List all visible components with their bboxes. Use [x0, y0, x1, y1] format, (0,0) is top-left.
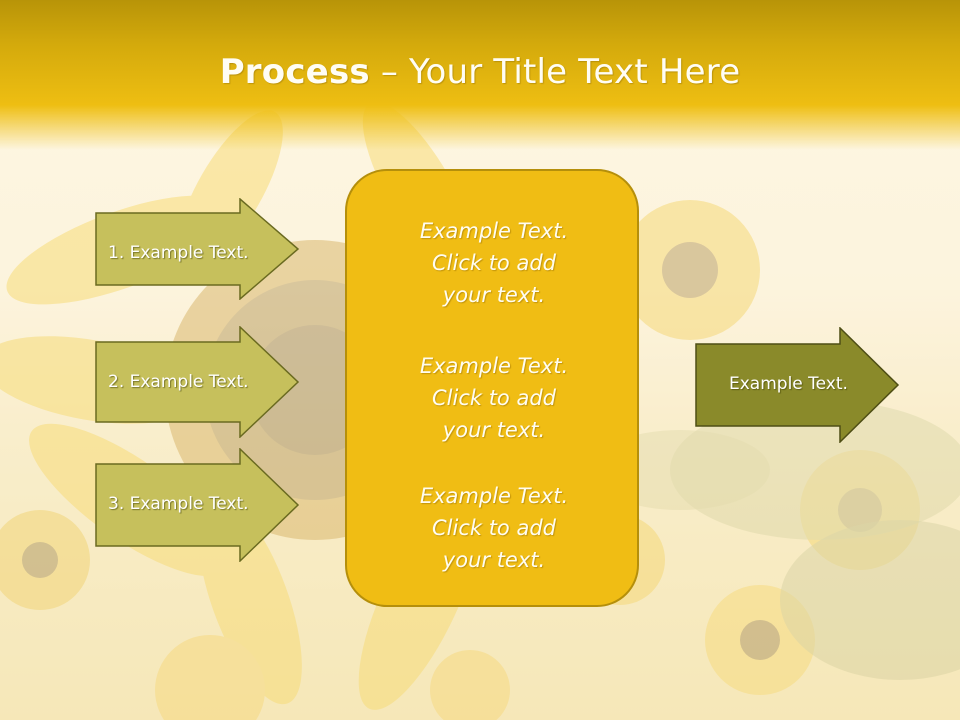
center-block-1-line-3: your text.: [442, 283, 546, 307]
step-2-label: 2. Example Text.: [108, 372, 249, 392]
right-arrow-icon: [695, 327, 900, 443]
result-arrow[interactable]: Example Text.: [695, 327, 900, 443]
slide-title[interactable]: Process – Your Title Text Here: [0, 52, 960, 92]
center-block-2: Example Text. Click to add your text.: [347, 350, 641, 446]
center-block-1-line-2: Click to add: [431, 251, 556, 275]
title-bar: [0, 0, 960, 150]
step-2-arrow[interactable]: 2. Example Text.: [95, 326, 300, 438]
center-block-1-line-1: Example Text.: [419, 219, 569, 243]
center-block-2-line-1: Example Text.: [419, 354, 569, 378]
center-block-1: Example Text. Click to add your text.: [347, 215, 641, 311]
center-text-box[interactable]: Example Text. Click to add your text. Ex…: [345, 169, 639, 607]
title-rest: – Your Title Text Here: [369, 52, 741, 92]
center-block-3-line-2: Click to add: [431, 516, 556, 540]
result-label: Example Text.: [729, 374, 848, 394]
step-3-label: 3. Example Text.: [108, 494, 249, 514]
step-3-arrow[interactable]: 3. Example Text.: [95, 448, 300, 562]
right-arrow-icon: [95, 326, 300, 438]
center-block-2-line-2: Click to add: [431, 386, 556, 410]
step-1-arrow[interactable]: 1. Example Text.: [95, 198, 300, 300]
center-block-3-line-3: your text.: [442, 548, 546, 572]
center-block-2-line-3: your text.: [442, 418, 546, 442]
right-arrow-icon: [95, 198, 300, 300]
title-bold: Process: [219, 52, 370, 92]
center-block-3-line-1: Example Text.: [419, 484, 569, 508]
right-arrow-icon: [95, 448, 300, 562]
center-block-3: Example Text. Click to add your text.: [347, 480, 641, 576]
step-1-label: 1. Example Text.: [108, 243, 249, 263]
